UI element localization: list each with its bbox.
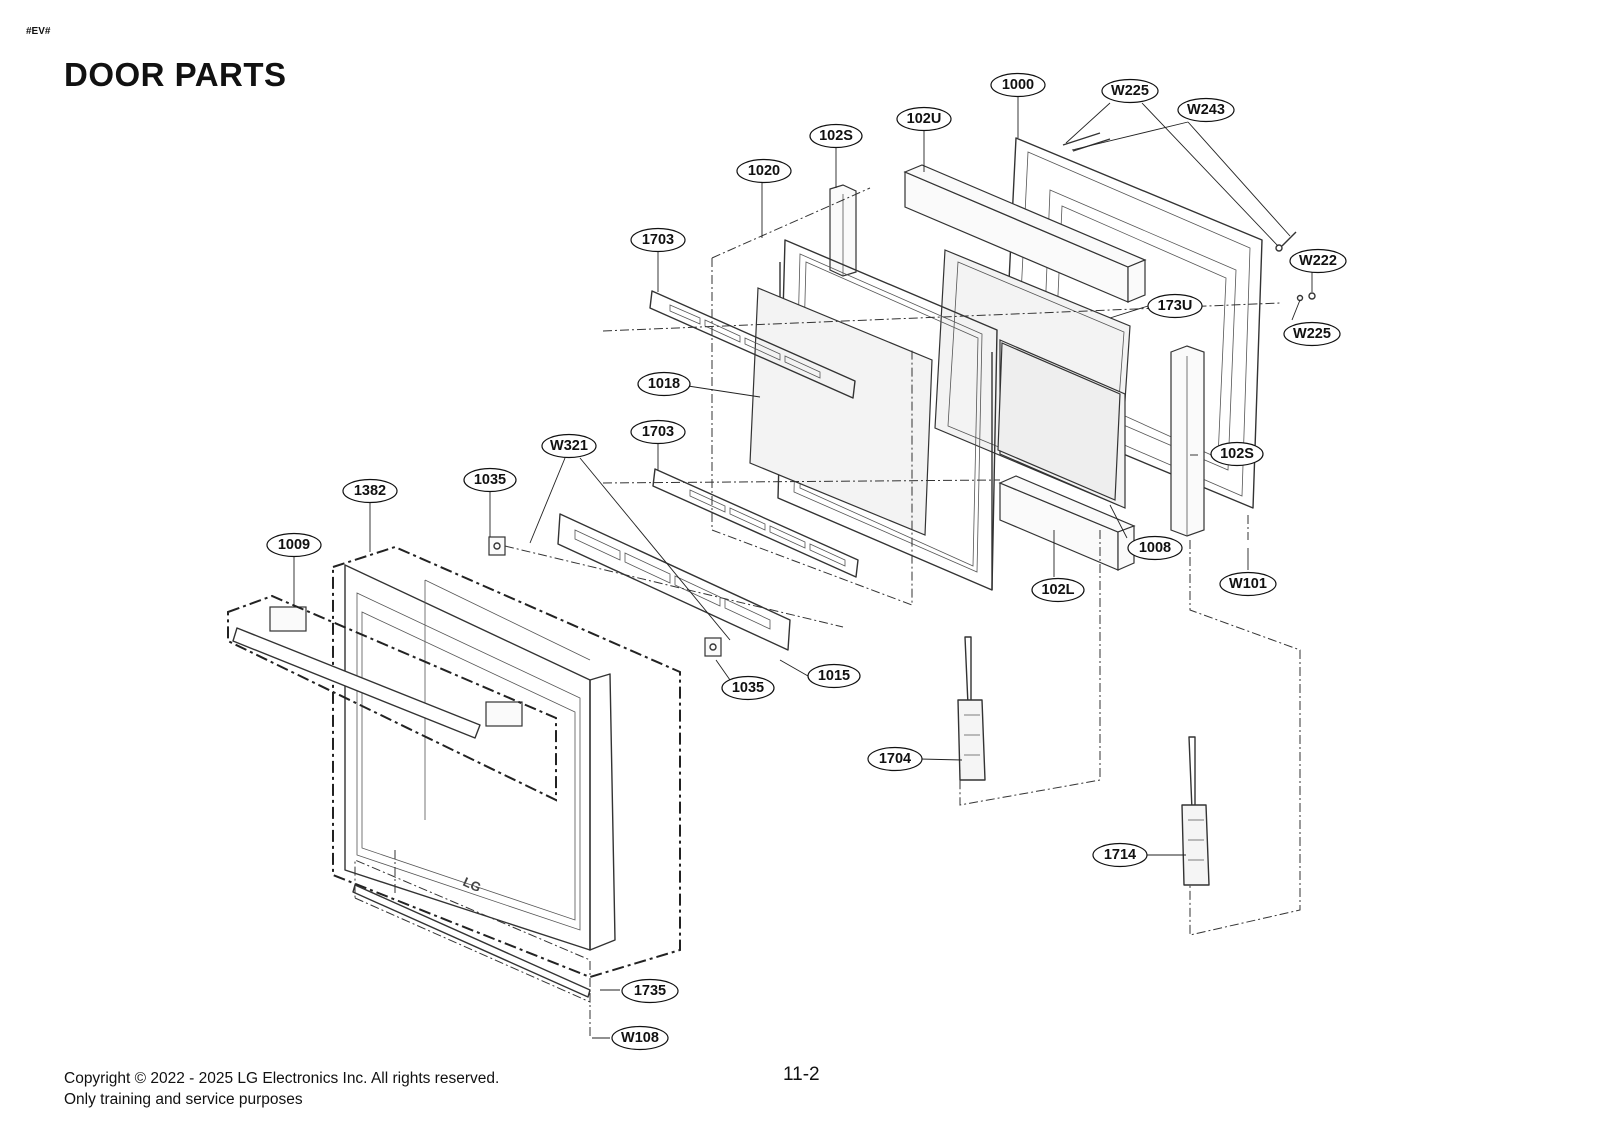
callout-1035-upper: 1035 xyxy=(463,467,517,493)
callout-1035-lower: 1035 xyxy=(721,675,775,701)
page-title: DOOR PARTS xyxy=(64,56,287,93)
copyright-text: Copyright © 2022 - 2025 LG Electronics I… xyxy=(64,1070,500,1087)
callout-102s-lower: 102S xyxy=(1210,441,1264,467)
callout-w243: W243 xyxy=(1177,97,1235,123)
svg-text:1018: 1018 xyxy=(648,376,680,392)
callout-w225-right: W225 xyxy=(1283,321,1341,347)
part-1008-glass xyxy=(997,339,1126,509)
svg-text:1714: 1714 xyxy=(1104,847,1136,863)
document-tag: #EV# xyxy=(26,26,51,37)
part-1382-outer-door xyxy=(344,564,616,951)
svg-text:1020: 1020 xyxy=(748,163,780,179)
part-1382-door-dash-outline xyxy=(332,545,681,979)
svg-text:W225: W225 xyxy=(1293,326,1331,342)
part-1703-lower-bracket xyxy=(652,468,859,578)
svg-text:W108: W108 xyxy=(621,1030,659,1046)
svg-text:W101: W101 xyxy=(1229,576,1267,592)
part-102s-upper-block xyxy=(829,184,857,277)
callout-1020: 1020 xyxy=(736,158,792,184)
svg-text:W321: W321 xyxy=(550,438,588,454)
svg-text:1704: 1704 xyxy=(879,751,911,767)
callout-1008: 1008 xyxy=(1127,535,1183,561)
callout-102u: 102U xyxy=(896,106,952,132)
callout-1703-upper: 1703 xyxy=(630,227,686,253)
callout-w321: W321 xyxy=(541,433,597,459)
callout-w222: W222 xyxy=(1289,248,1347,274)
part-1735-bottom-trim xyxy=(352,859,591,1003)
callout-1703-lower: 1703 xyxy=(630,419,686,445)
svg-text:W225: W225 xyxy=(1111,83,1149,99)
leader-lines xyxy=(293,96,1313,1039)
part-1035-upper-cap xyxy=(488,536,506,556)
svg-text:102U: 102U xyxy=(907,111,942,127)
part-1018-glass xyxy=(749,287,933,536)
svg-text:W222: W222 xyxy=(1299,253,1337,269)
part-102s-lower-block xyxy=(1170,345,1205,537)
callout-1009: 1009 xyxy=(266,532,322,558)
svg-text:1000: 1000 xyxy=(1002,77,1034,93)
part-1714-hinge xyxy=(1181,736,1210,886)
part-1704-hinge xyxy=(957,636,986,781)
callout-w101: W101 xyxy=(1219,571,1277,597)
svg-text:173U: 173U xyxy=(1158,298,1193,314)
callout-102s-upper: 102S xyxy=(809,123,863,149)
callout-1735: 1735 xyxy=(621,978,679,1004)
callout-173u: 173U xyxy=(1147,293,1203,319)
part-102l-insulation xyxy=(998,475,1136,571)
part-1015-vent-panel xyxy=(557,513,791,651)
callout-w108: W108 xyxy=(611,1025,669,1051)
svg-text:1035: 1035 xyxy=(732,680,764,696)
callout-1382: 1382 xyxy=(342,478,398,504)
svg-text:1009: 1009 xyxy=(278,537,310,553)
svg-text:102L: 102L xyxy=(1041,582,1074,598)
callout-1018: 1018 xyxy=(637,371,691,397)
svg-text:1382: 1382 xyxy=(354,483,386,499)
callout-1000: 1000 xyxy=(990,72,1046,98)
usage-note: Only training and service purposes xyxy=(64,1091,303,1108)
part-1009-handle xyxy=(227,594,557,802)
svg-text:W243: W243 xyxy=(1187,102,1225,118)
page-number: 11-2 xyxy=(783,1064,820,1085)
callout-1714: 1714 xyxy=(1092,842,1148,868)
part-1035-lower-cap xyxy=(704,637,722,657)
callout-w225-top: W225 xyxy=(1101,78,1159,104)
part-1703-upper-bracket xyxy=(649,290,856,399)
part-102u-insulation xyxy=(903,164,1147,303)
callout-102l: 102L xyxy=(1031,577,1085,603)
svg-text:1008: 1008 xyxy=(1139,540,1171,556)
svg-text:1735: 1735 xyxy=(634,983,666,999)
svg-text:1703: 1703 xyxy=(642,424,674,440)
callout-1015: 1015 xyxy=(807,663,861,689)
callout-1704: 1704 xyxy=(867,746,923,772)
svg-text:1035: 1035 xyxy=(474,472,506,488)
footer: Copyright © 2022 - 2025 LG Electronics I… xyxy=(64,1068,499,1110)
lg-logo: LG xyxy=(461,874,484,895)
svg-text:1703: 1703 xyxy=(642,232,674,248)
svg-text:102S: 102S xyxy=(1220,446,1254,462)
svg-text:1015: 1015 xyxy=(818,668,850,684)
svg-text:102S: 102S xyxy=(819,128,853,144)
